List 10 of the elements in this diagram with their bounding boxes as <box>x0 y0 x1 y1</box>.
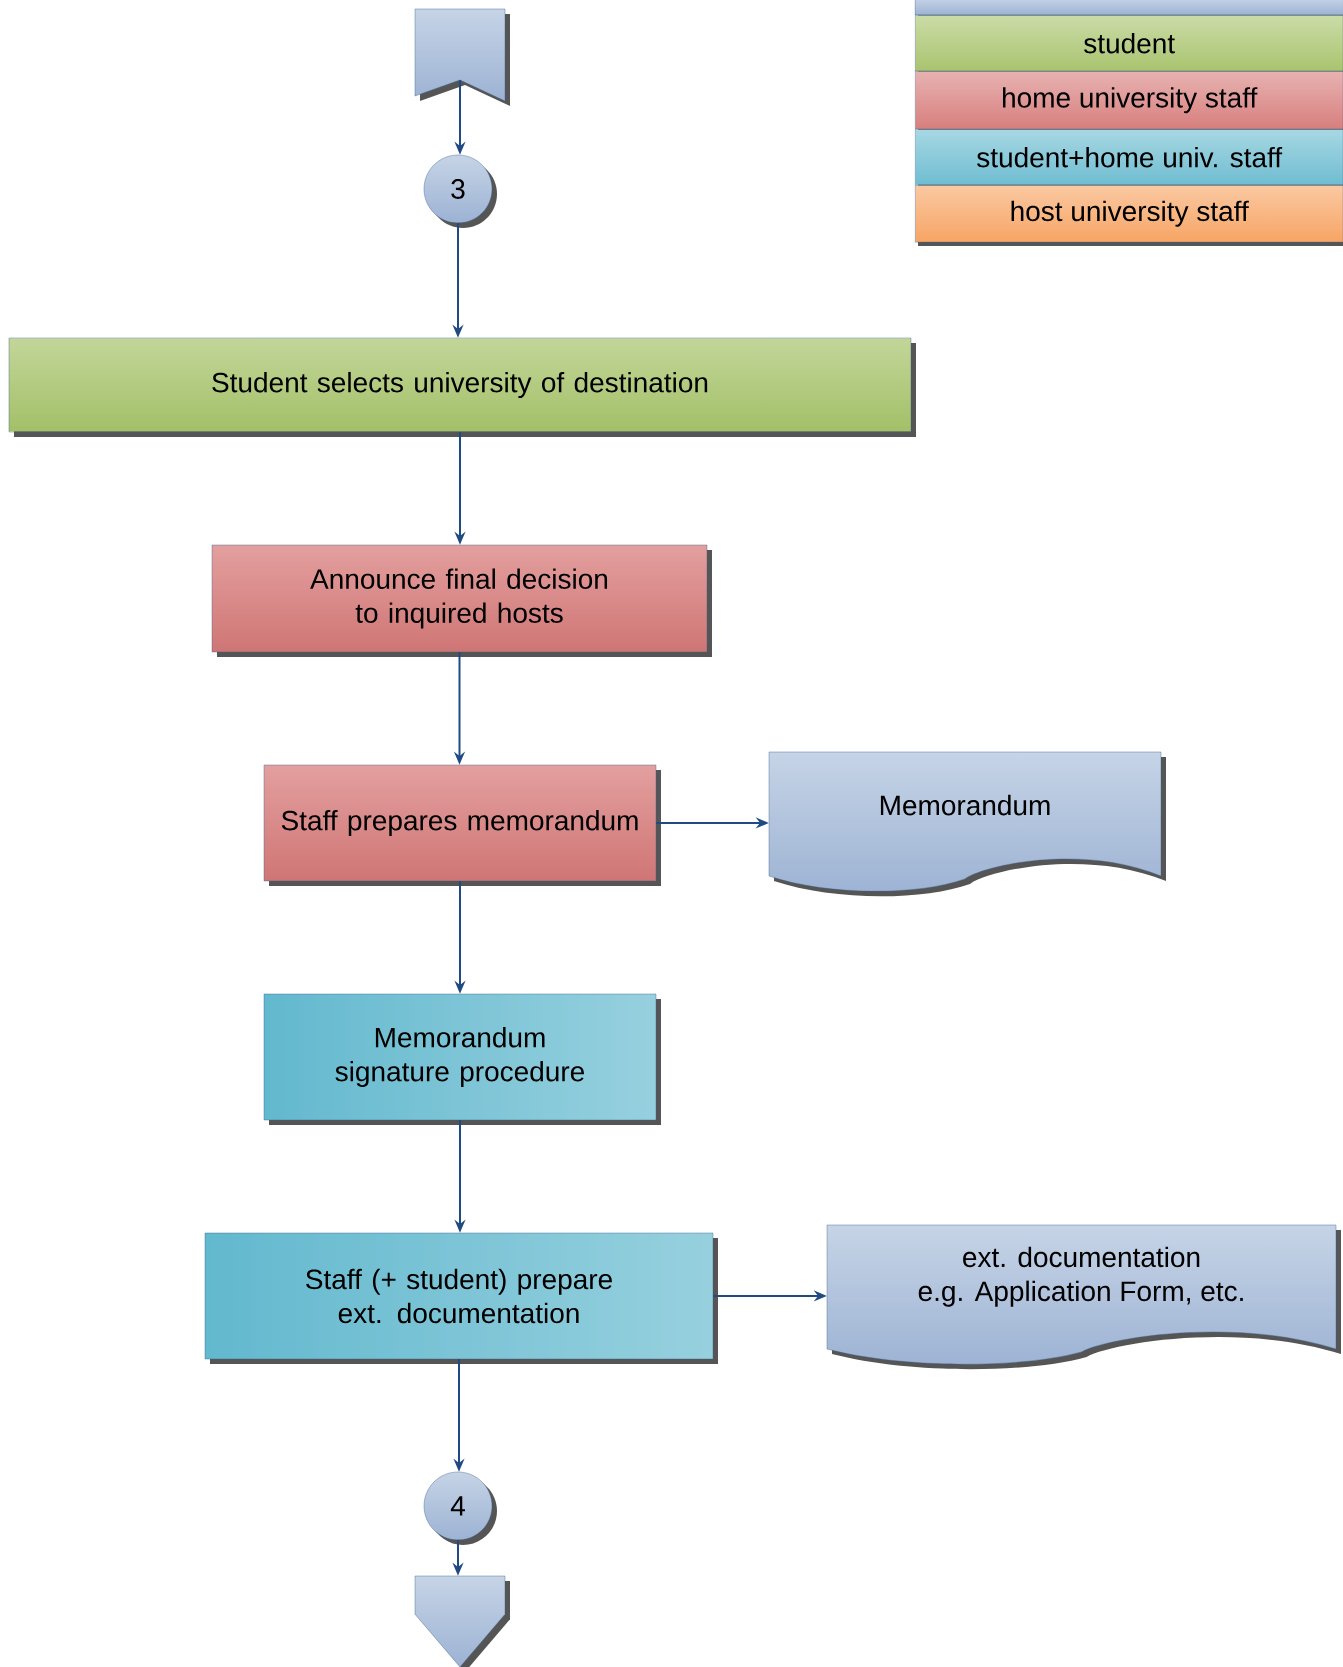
off-page-connector <box>414 1575 510 1667</box>
off-page-connector <box>414 8 510 106</box>
process-box: Staff prepares memorandum <box>263 764 661 886</box>
legend-entry: student+home univ. staff <box>915 129 1343 186</box>
legend-entry: home university staff <box>915 71 1343 130</box>
legend-entry: host university staff <box>915 185 1343 246</box>
process-box: Memorandum signature procedure <box>263 993 661 1125</box>
process-box: Announce final decision to inquired hosts <box>211 544 712 657</box>
process-box: Student selects university of destination <box>8 337 916 437</box>
process-box: Staff (+ student) prepare ext. documentation <box>204 1232 718 1364</box>
